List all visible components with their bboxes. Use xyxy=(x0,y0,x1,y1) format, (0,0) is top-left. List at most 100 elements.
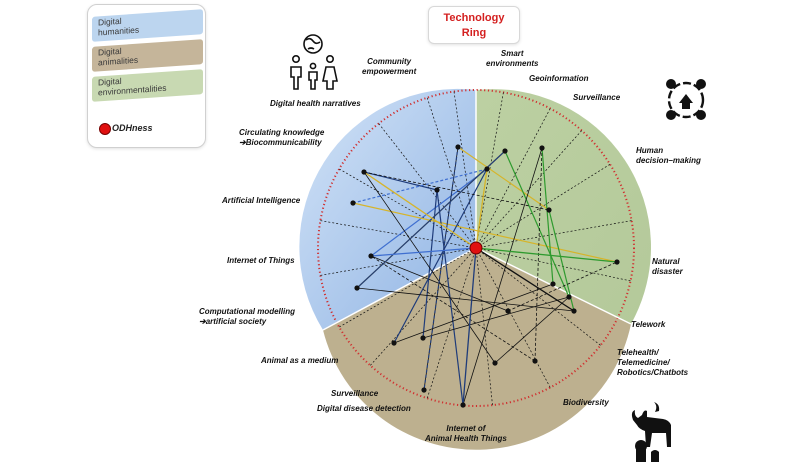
node-point xyxy=(368,253,374,259)
label-line: Natural xyxy=(652,257,680,266)
node-point xyxy=(484,166,490,172)
ring-border xyxy=(317,89,635,407)
node-point xyxy=(492,360,498,366)
label-digital-disease-detection: Digital disease detection xyxy=(317,404,411,413)
connection-lines xyxy=(352,146,618,406)
connection-line xyxy=(363,171,438,191)
node-point xyxy=(550,281,556,287)
node-point xyxy=(391,340,397,346)
connection-line xyxy=(548,209,575,312)
nodes xyxy=(350,144,620,408)
label-line: Human xyxy=(636,146,664,155)
legend-environmentalities: Digital environmentalities xyxy=(92,69,203,102)
node-point xyxy=(354,285,360,291)
center-connection-line xyxy=(370,247,477,257)
label-biodiversity: Biodiversity xyxy=(563,398,609,407)
label-line: disaster xyxy=(652,267,683,276)
connection-line xyxy=(352,168,488,204)
connection-line xyxy=(423,146,459,391)
label-smart-environments: Smart environments xyxy=(486,49,538,69)
label-telehealth: Telehealth/ Telemedicine/ Robotics/Chatb… xyxy=(617,348,688,378)
node-point xyxy=(571,308,577,314)
connection-line xyxy=(370,168,488,257)
node-point xyxy=(434,187,440,193)
connection-line xyxy=(363,171,550,211)
node-point xyxy=(421,387,427,393)
connection-line xyxy=(494,296,570,364)
odhness-dot-icon xyxy=(99,123,111,135)
node-point xyxy=(532,358,538,364)
label-natural-disaster: Natural disaster xyxy=(652,257,683,277)
node-point xyxy=(361,169,367,175)
title-line1: Technology xyxy=(443,12,505,24)
legend: Digital humanities Digital animalities D… xyxy=(87,4,206,148)
center-connection-line xyxy=(462,247,477,406)
center-connection-line xyxy=(475,168,488,249)
label-internet-of-things: Internet of Things xyxy=(227,256,295,265)
node-point xyxy=(546,207,552,213)
connection-line xyxy=(462,147,543,406)
people-globe-icon xyxy=(290,34,338,90)
node-point xyxy=(614,259,620,265)
connection-line xyxy=(356,150,506,289)
label-digital-health-narratives: Digital health narratives xyxy=(270,99,361,108)
label-line: Smart xyxy=(500,49,524,58)
label-line: Community xyxy=(367,57,412,66)
label-telework: Telework xyxy=(631,320,666,329)
label-line: Telehealth/ xyxy=(617,348,659,357)
legend-odhness: ODHness xyxy=(99,123,153,135)
connection-line xyxy=(393,283,554,344)
label-line: ➔artificial society xyxy=(199,317,267,326)
connection-line xyxy=(422,189,438,339)
node-point xyxy=(455,144,461,150)
label-computational-modelling: Computational modelling ➔artificial soci… xyxy=(199,307,295,327)
label-line: Computational modelling xyxy=(199,307,295,316)
odhness-center xyxy=(469,241,483,255)
label-line: ➔Biocommunicability xyxy=(239,138,322,147)
connection-line xyxy=(422,296,570,339)
label-community-empowerment: Community empowerment xyxy=(362,57,416,77)
connection-line xyxy=(370,255,536,362)
node-point xyxy=(502,148,508,154)
label-surveillance-environment: Surveillance xyxy=(573,93,621,102)
sector-divider xyxy=(322,247,477,331)
title-box: Technology Ring xyxy=(428,6,520,44)
connection-line xyxy=(352,202,618,263)
label-line: Circulating knowledge xyxy=(239,128,325,137)
humanities-sector xyxy=(299,88,476,330)
node-point xyxy=(539,145,545,151)
node-point xyxy=(350,200,356,206)
center-connection-line xyxy=(475,247,575,312)
center-connection-line xyxy=(475,247,618,263)
label-geoinformation: Geoinformation xyxy=(529,74,589,83)
legend-animalities: Digital animalities xyxy=(92,39,203,72)
label-circulating-knowledge: Circulating knowledge ➔Biocommunicabilit… xyxy=(239,128,324,148)
label-line: Internet of xyxy=(446,424,486,433)
node-point xyxy=(566,294,572,300)
node-point xyxy=(505,308,511,314)
environmentalities-sector xyxy=(476,89,651,324)
label-artificial-intelligence: Artificial Intelligence xyxy=(222,196,301,205)
center-connection-line xyxy=(363,171,477,249)
connection-line xyxy=(393,168,488,344)
label-line: Robotics/Chatbots xyxy=(617,368,689,377)
label-line: Animal Health Things xyxy=(425,434,507,443)
legend-humanities: Digital humanities xyxy=(92,9,203,42)
animals-silhouette-icon xyxy=(631,402,671,462)
connection-line xyxy=(356,287,575,312)
label-line: Telemedicine/ xyxy=(617,358,670,367)
label-human-decision-making: Human decision–making xyxy=(636,146,701,166)
label-line: environments xyxy=(486,59,539,68)
connection-line xyxy=(363,171,496,364)
label-line: empowerment xyxy=(362,67,417,76)
label-animal-as-a-medium: Animal as a medium xyxy=(261,356,339,365)
legend-odhness-label: ODHness xyxy=(112,123,153,133)
connection-line xyxy=(541,147,554,285)
label-surveillance-animal: Surveillance xyxy=(331,389,379,398)
label-line: decision–making xyxy=(636,156,701,165)
environment-cycle-icon xyxy=(662,78,710,122)
node-point xyxy=(420,335,426,341)
title-line2: Ring xyxy=(461,27,487,39)
node-point xyxy=(460,402,466,408)
